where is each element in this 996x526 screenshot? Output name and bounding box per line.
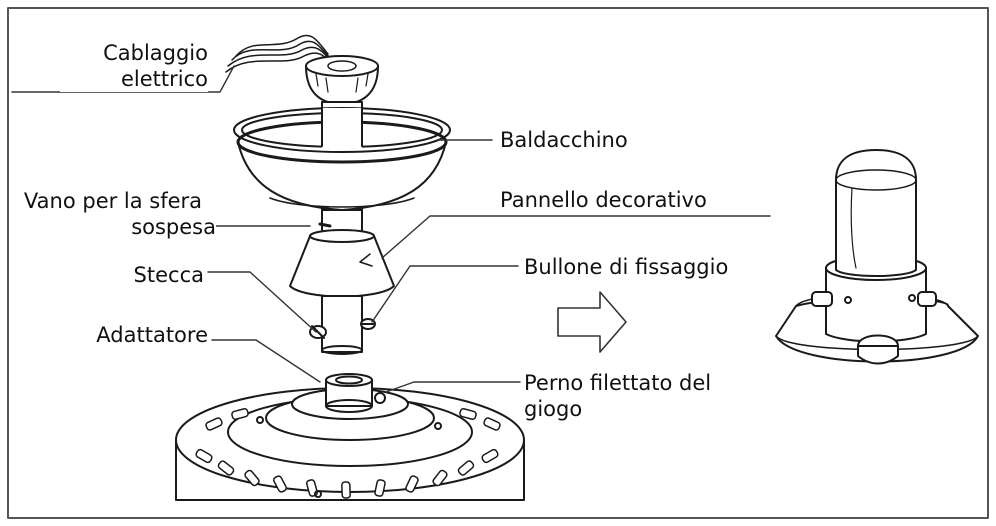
label-line: Adattatore: [96, 323, 208, 347]
label-line: Vano per la sfera: [23, 189, 203, 213]
label-line: giogo: [524, 397, 583, 421]
label-line: Baldacchino: [500, 128, 628, 152]
label-cross-pin: Stecca: [100, 262, 204, 288]
label-adapter: Adattatore: [60, 322, 208, 348]
label-electrical-wiring: Cablaggio elettrico: [60, 40, 208, 92]
label-line: Bullone di fissaggio: [524, 255, 729, 279]
label-hanger-ball-slot: Vano per la sfera sospesa: [10, 188, 216, 240]
label-line: Stecca: [133, 263, 204, 287]
assembled-detail: [775, 149, 979, 365]
label-line: elettrico: [120, 67, 208, 91]
decorative-cover: [289, 235, 395, 298]
label-canopy: Baldacchino: [500, 127, 628, 153]
diagram-frame: [7, 7, 989, 519]
canopy: [233, 107, 451, 211]
label-line: sospesa: [131, 215, 216, 239]
leader-lines: [11, 65, 771, 393]
assembled-downrod: [835, 149, 917, 277]
hanger-ball-top: [305, 55, 379, 77]
downrod-lower: [321, 295, 363, 353]
cross-pin: [309, 325, 327, 339]
adapter: [325, 373, 386, 413]
yoke-threaded-pin: [374, 392, 386, 404]
label-line: Cablaggio: [103, 41, 208, 65]
fan-exploded-assembly: [175, 34, 525, 501]
label-decorative-cover: Pannello decorativo: [500, 187, 707, 213]
right-arrow-icon: [557, 291, 627, 353]
label-line: Perno filettato del: [524, 371, 712, 395]
label-yoke-threaded-pin: Perno filettato del giogo: [524, 370, 712, 422]
label-line: Pannello decorativo: [500, 188, 707, 212]
motor-housing: [175, 387, 525, 501]
label-fixing-bolt: Bullone di fissaggio: [524, 254, 729, 280]
